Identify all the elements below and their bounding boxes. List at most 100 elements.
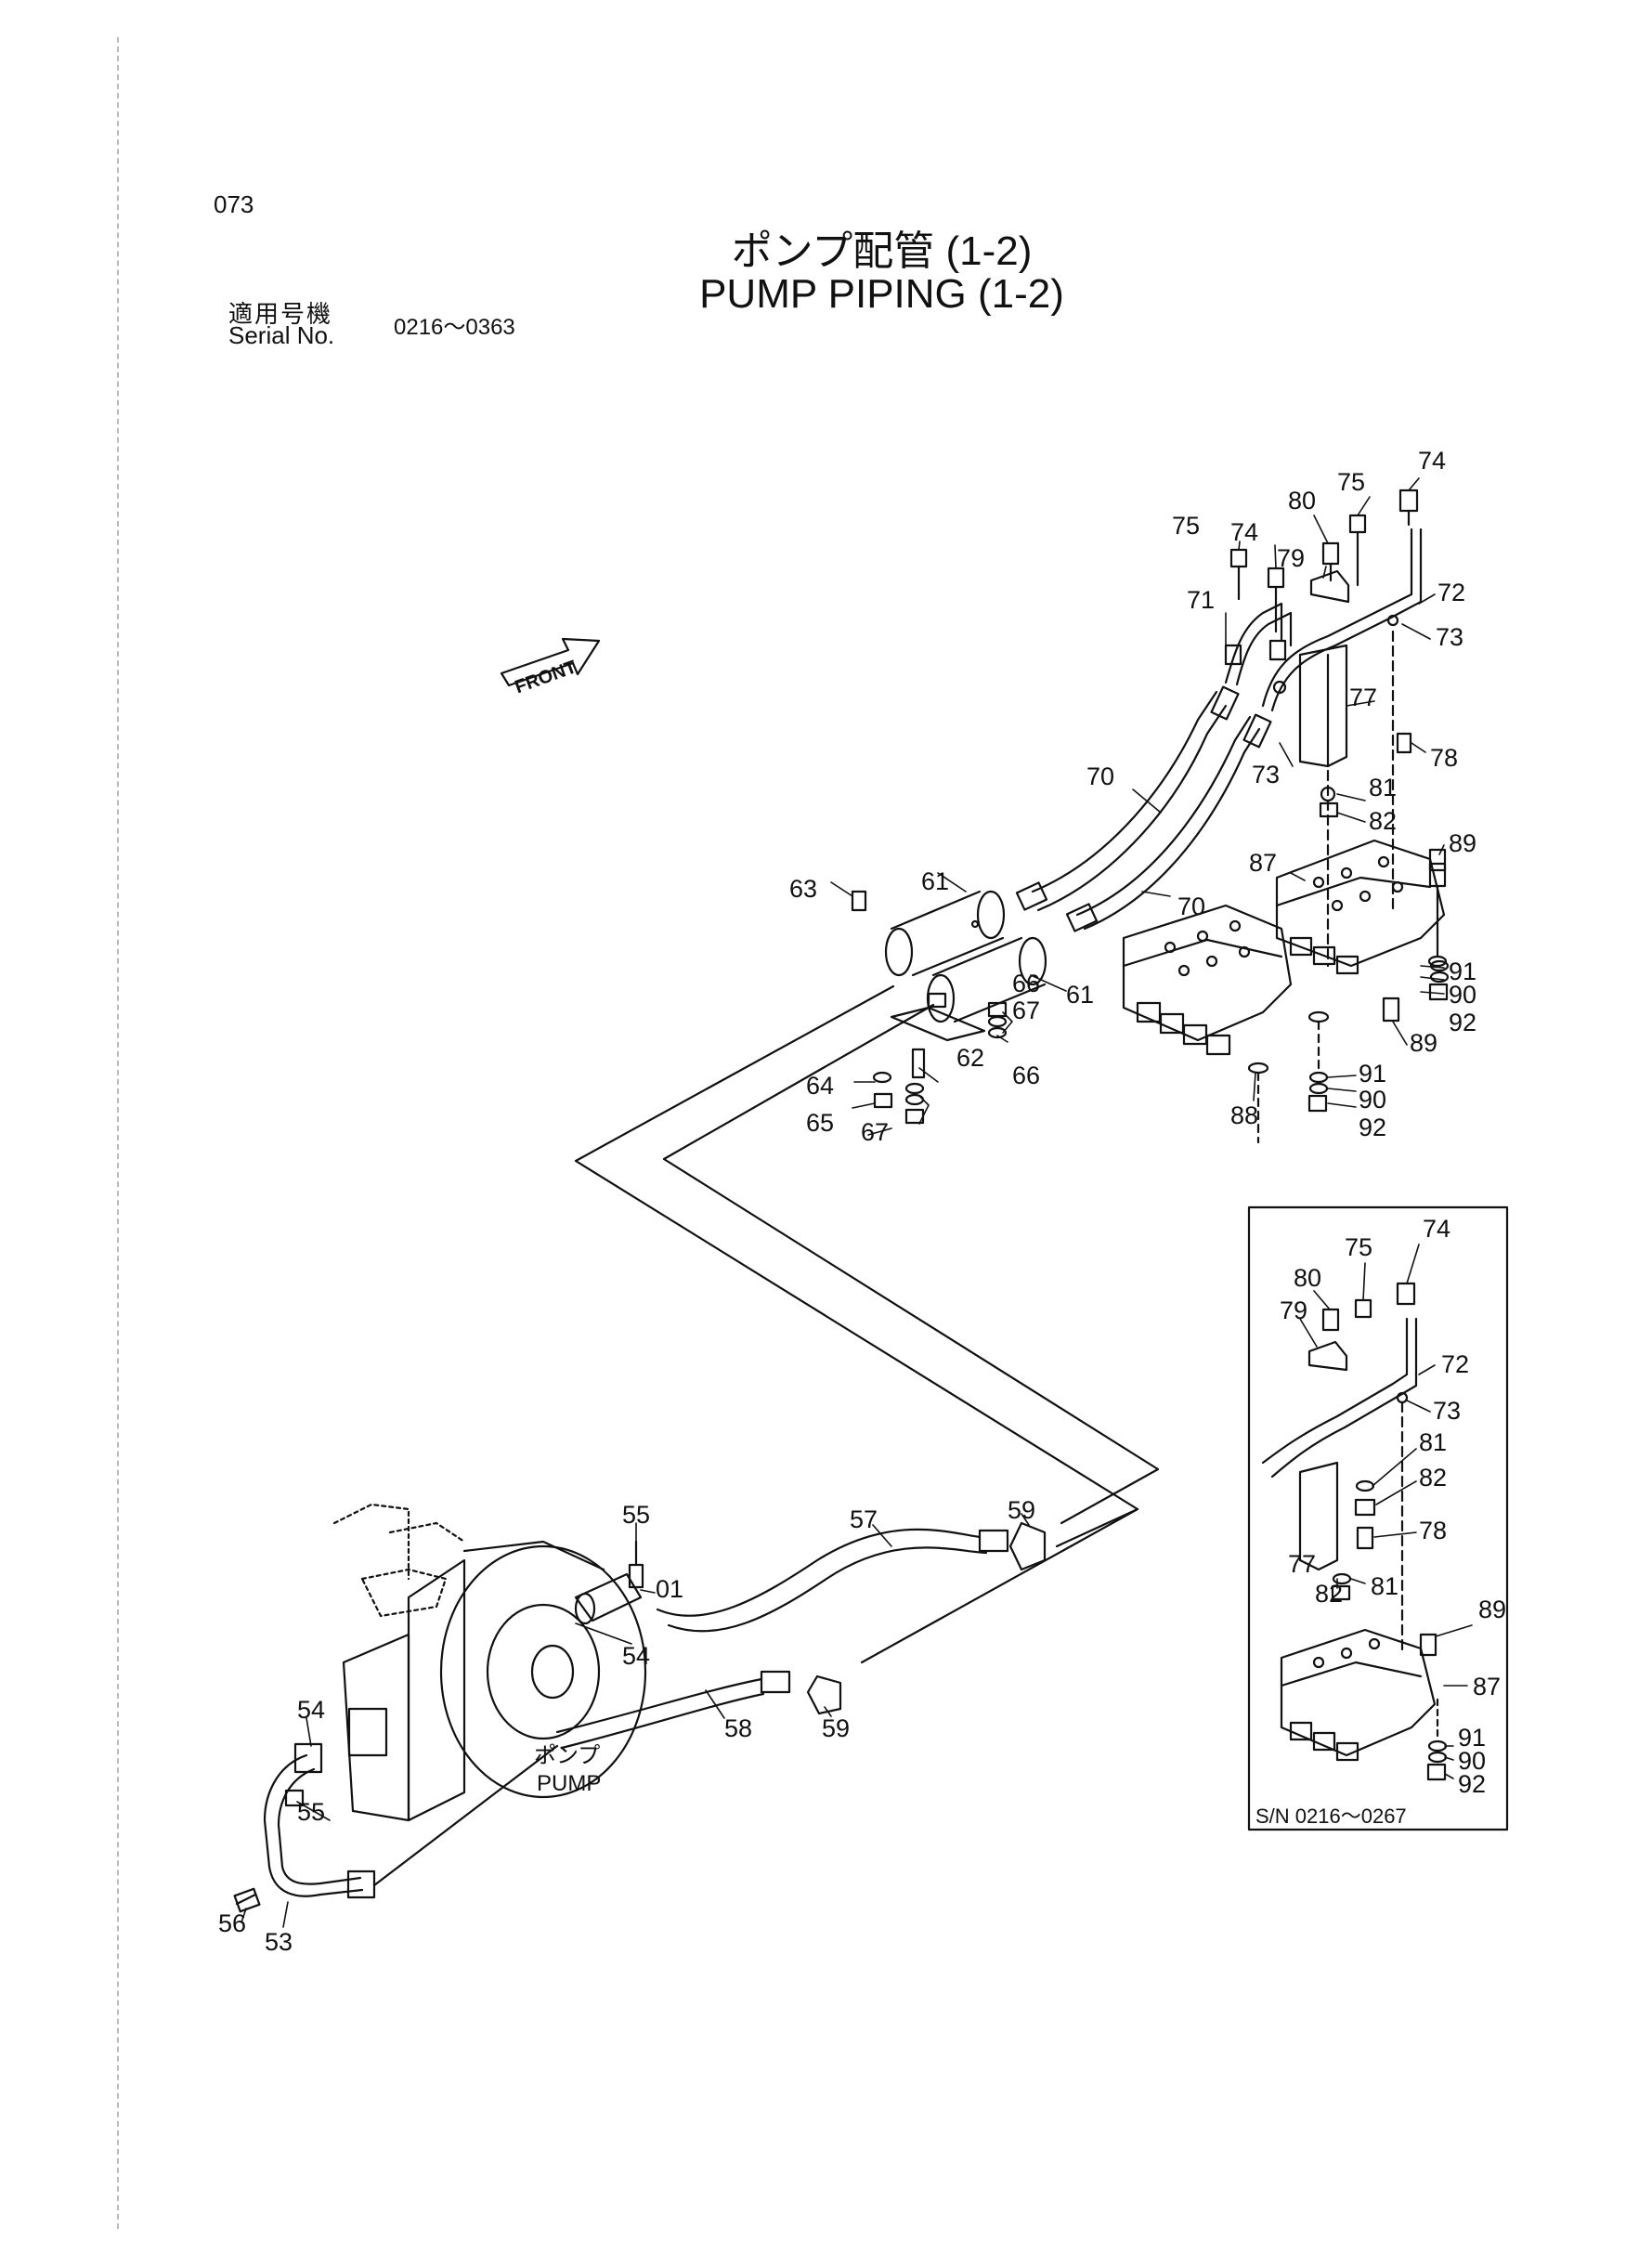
- inset-part-callout-79: 79: [1280, 1296, 1307, 1324]
- inset-part-callout-75: 75: [1345, 1233, 1372, 1261]
- part-callout-79: 79: [1277, 544, 1305, 572]
- part-callout-90: 90: [1449, 981, 1476, 1009]
- hose-58: [555, 1670, 842, 1750]
- bracket-77: [1272, 614, 1412, 968]
- serial-range: 0216〜0363: [394, 315, 515, 340]
- part-callout-74: 74: [1418, 447, 1446, 475]
- part-callout-57: 57: [850, 1505, 878, 1533]
- leader-lines: [241, 477, 1473, 1928]
- part-callout-63: 63: [789, 875, 817, 903]
- filter-61-upper: [884, 890, 1006, 977]
- inset-part-callout-78: 78: [1419, 1517, 1447, 1544]
- inset-part-callout-72: 72: [1441, 1350, 1469, 1378]
- part-callout-66: 66: [1012, 970, 1040, 997]
- long-pipe-run: [574, 984, 1160, 1664]
- filter-hardware: [851, 890, 1008, 1125]
- part-callout-62: 62: [956, 1044, 984, 1072]
- part-callout-89: 89: [1449, 829, 1476, 857]
- hose-70-upper: [1015, 685, 1272, 932]
- part-callout-53: 53: [265, 1928, 293, 1956]
- serial-label-japanese: 適用号機: [228, 300, 333, 328]
- part-callout-82: 82: [1369, 807, 1397, 835]
- part-callout-78: 78: [1430, 744, 1458, 772]
- page-title-english: PUMP PIPING (1-2): [699, 271, 1064, 317]
- binding-edge-line: [117, 37, 119, 2229]
- filter-bracket-62: [890, 992, 986, 1042]
- part-callout-59: 59: [1008, 1496, 1035, 1524]
- part-callout-58: 58: [724, 1714, 752, 1742]
- inset-part-callout-92: 92: [1458, 1770, 1486, 1798]
- main-callouts: 74 75 80 75 74 79 72 71 73 77 78 73 70 81 82 89 87 70 61 63…: [218, 447, 1476, 1956]
- inset-part-callout-90: 90: [1458, 1747, 1486, 1775]
- bolt-89-top: [1428, 848, 1447, 872]
- bolt-80: [1321, 541, 1340, 582]
- inset-part-callout-82: 82: [1315, 1580, 1343, 1608]
- part-callout-81: 81: [1369, 774, 1397, 801]
- part-callout-87: 87: [1249, 849, 1277, 877]
- part-callout-54: 54: [622, 1642, 650, 1670]
- inset-frame: [1247, 1205, 1509, 1831]
- part-callout-73: 73: [1436, 623, 1463, 651]
- part-callout-64: 64: [806, 1072, 834, 1100]
- part-callout-90: 90: [1359, 1086, 1386, 1114]
- pump-body: [332, 1503, 647, 1822]
- part-callout-80: 80: [1288, 487, 1316, 515]
- part-callout-92: 92: [1449, 1009, 1476, 1036]
- part-callout-92: 92: [1359, 1114, 1386, 1141]
- inset-part-callout-91: 91: [1458, 1724, 1486, 1752]
- inset-part-callout-89: 89: [1478, 1596, 1506, 1623]
- inset-part-callout-74: 74: [1423, 1215, 1450, 1243]
- inset-part-callout-82: 82: [1419, 1464, 1447, 1492]
- part-callout-61: 61: [1066, 981, 1094, 1009]
- part-callout-74: 74: [1230, 518, 1258, 546]
- inset-part-callout-80: 80: [1294, 1264, 1321, 1292]
- part-callout-88: 88: [1230, 1101, 1258, 1129]
- bolt-75a: [1229, 548, 1248, 601]
- part-callout-89: 89: [1410, 1029, 1437, 1057]
- serial-label-english: Serial No.: [228, 321, 335, 349]
- part-callout-70: 70: [1177, 892, 1205, 920]
- part-callout-91: 91: [1359, 1060, 1386, 1088]
- part-callout-77: 77: [1349, 684, 1377, 711]
- part-callout-91: 91: [1449, 958, 1476, 985]
- part-callout-71: 71: [1187, 586, 1215, 614]
- part-callout-56: 56: [218, 1909, 246, 1937]
- inset-part-callout-81: 81: [1371, 1572, 1398, 1600]
- pipe-53: [233, 1742, 559, 1913]
- part-callout-73: 73: [1252, 761, 1280, 788]
- part-callout-66: 66: [1012, 1062, 1040, 1089]
- inset-part-callout-81: 81: [1419, 1428, 1447, 1456]
- page-title-japanese: ポンプ配管 (1-2): [731, 228, 1033, 274]
- pump-label-english: PUMP: [537, 1771, 601, 1796]
- inset-part-callout-87: 87: [1473, 1673, 1501, 1700]
- part-callout-72: 72: [1437, 579, 1465, 606]
- inset-part-callout-73: 73: [1433, 1397, 1461, 1425]
- hose-57: [656, 1521, 1047, 1633]
- page-number: 073: [214, 190, 254, 218]
- part-callout-59: 59: [822, 1714, 850, 1742]
- front-marker-label: FRONT: [513, 657, 579, 697]
- bolt-75b: [1348, 514, 1367, 587]
- bolt-74b: [1398, 489, 1419, 527]
- control-valve-88: [1122, 904, 1330, 1144]
- front-arrow-icon: [500, 637, 601, 687]
- part-callout-75: 75: [1172, 512, 1200, 540]
- part-callout-61: 61: [921, 867, 949, 895]
- control-valve-87: [1275, 839, 1448, 975]
- part-callout-70: 70: [1086, 762, 1114, 790]
- part-callout-75: 75: [1337, 468, 1365, 496]
- part-callout-67: 67: [861, 1118, 889, 1146]
- pump-label-japanese: ポンプ: [534, 1742, 600, 1768]
- part-callout-55: 55: [297, 1798, 325, 1826]
- part-callout-54: 54: [297, 1696, 325, 1724]
- part-callout-65: 65: [806, 1109, 834, 1137]
- part-callout-55: 55: [622, 1501, 650, 1529]
- inset-part-callout-77: 77: [1288, 1550, 1316, 1578]
- part-callout-67: 67: [1012, 997, 1040, 1024]
- valve-hardware-stack: [1307, 959, 1450, 1113]
- part-callout-01: 01: [656, 1575, 683, 1603]
- inset-serial-note: S/N 0216〜0267: [1255, 1804, 1407, 1828]
- fitting-01: [574, 1540, 644, 1625]
